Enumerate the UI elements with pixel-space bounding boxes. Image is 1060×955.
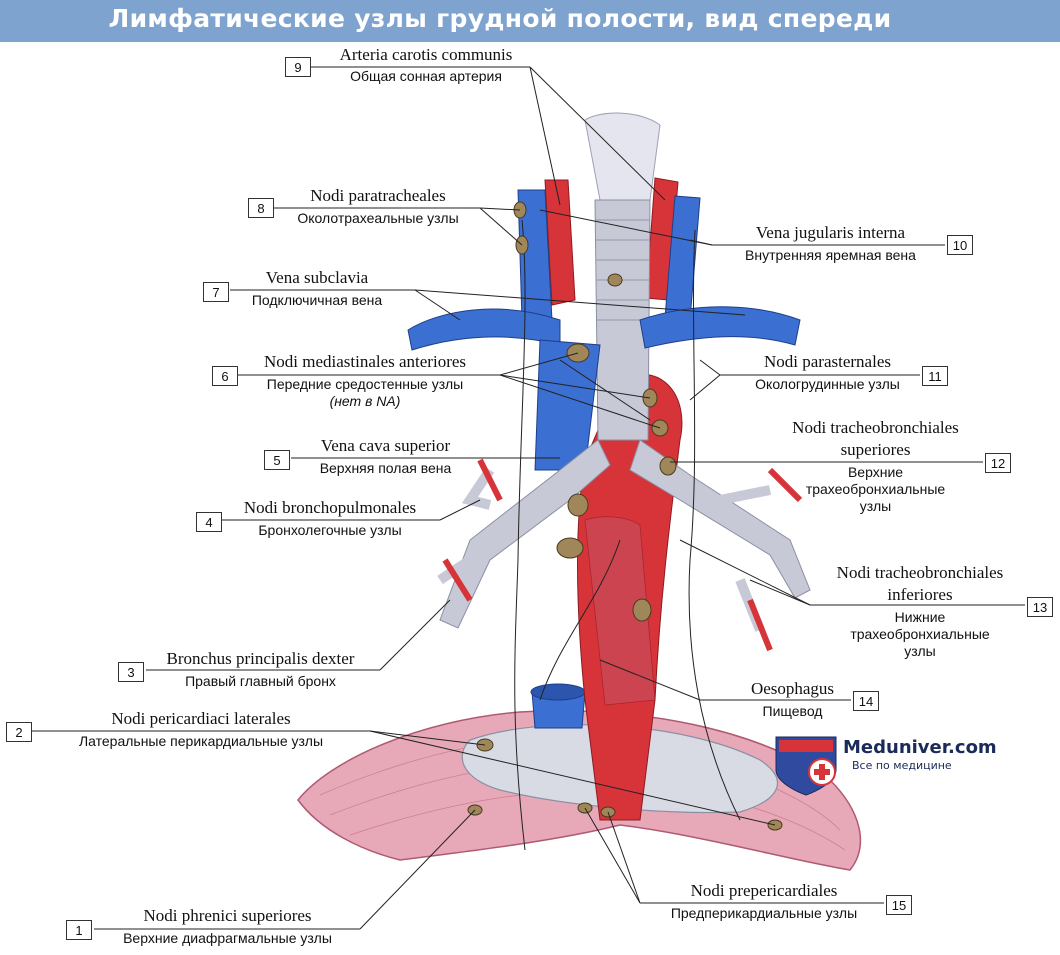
label-number-10: 10 <box>947 235 973 255</box>
label-number-15: 15 <box>886 895 912 915</box>
label-russian-12a: Верхние <box>847 464 904 480</box>
label-russian-12c: узлы <box>859 498 892 514</box>
label-number-8: 8 <box>248 198 274 218</box>
label-latin-12b: superiores <box>840 440 911 459</box>
larynx <box>584 112 661 201</box>
label-russian-3: Правый главный бронх <box>185 673 336 689</box>
lymph-node <box>556 537 584 559</box>
label-latin-14: Oesophagus <box>750 679 835 698</box>
label-number-1: 1 <box>66 920 92 940</box>
label-number-6: 6 <box>212 366 238 386</box>
label-russian-10: Внутренняя яремная вена <box>745 247 916 263</box>
label-russian-5: Верхняя полая вена <box>319 460 452 476</box>
label-number-3: 3 <box>118 662 144 682</box>
label-latin-13b: inferiores <box>887 585 953 604</box>
oesophagus <box>584 516 656 706</box>
label-latin-7: Vena subclavia <box>265 268 369 287</box>
label-russian-11: Окологрудинные узлы <box>755 376 900 392</box>
label-russian-13a: Нижние <box>894 609 946 625</box>
label-russian-9: Общая сонная артерия <box>350 68 502 84</box>
label-russian-13c: узлы <box>904 643 936 659</box>
label-russian-6: Передние средостенные узлы <box>266 376 464 392</box>
lymph-node <box>567 493 589 517</box>
label-latin-10: Vena jugularis interna <box>755 223 906 242</box>
label-latin-3: Bronchus principalis dexter <box>166 649 355 668</box>
logo-shield-icon <box>775 736 837 796</box>
label-russian-2: Латеральные перикардиальные узлы <box>78 733 324 749</box>
label-latin-15: Nodi prepericardiales <box>690 881 838 900</box>
label-number-9: 9 <box>285 57 311 77</box>
label-number-14: 14 <box>853 691 879 711</box>
label-latin-6: Nodi mediastinales anteriores <box>263 352 467 371</box>
lymph-node <box>607 273 623 287</box>
left-subclavian-vein <box>639 306 801 349</box>
label-russian-15: Предперикардиальные узлы <box>670 905 858 921</box>
label-russian-12b: трахеобронхиальные <box>805 481 946 497</box>
label-number-4: 4 <box>196 512 222 532</box>
label-number-12: 12 <box>985 453 1011 473</box>
title-banner: Лимфатические узлы грудной полости, вид … <box>0 0 1060 42</box>
lymph-node <box>632 598 652 622</box>
label-latin-1: Nodi phrenici superiores <box>143 906 312 925</box>
right-main-bronchus <box>439 439 611 629</box>
label-latin-11: Nodi parasternales <box>764 352 891 371</box>
label-latin-9: Arteria carotis communis <box>339 45 513 64</box>
brand-tagline: Все по медицине <box>852 759 952 772</box>
brand-name: Meduniver.com <box>843 737 997 758</box>
label-number-7: 7 <box>203 282 229 302</box>
label-number-5: 5 <box>264 450 290 470</box>
page-title: Лимфатические узлы грудной полости, вид … <box>108 4 892 33</box>
label-note-6: (нет в NA) <box>329 393 401 409</box>
label-russian-14: Пищевод <box>762 703 823 719</box>
label-number-13: 13 <box>1027 597 1053 617</box>
label-number-2: 2 <box>6 722 32 742</box>
label-russian-4: Бронхолегочные узлы <box>258 522 402 538</box>
label-number-11: 11 <box>922 366 948 386</box>
left-common-carotid <box>544 179 576 306</box>
right-subclavian-vein <box>407 308 561 351</box>
lymph-node <box>659 456 677 476</box>
label-latin-12a: Nodi tracheobronchiales <box>792 418 959 437</box>
label-russian-1: Верхние диафрагмальные узлы <box>123 930 332 946</box>
label-russian-7: Подключичная вена <box>251 292 383 308</box>
label-russian-8: Околотрахеальные узлы <box>297 210 459 226</box>
label-latin-13a: Nodi tracheobronchiales <box>836 563 1004 582</box>
label-latin-2: Nodi pericardiaci laterales <box>111 709 291 728</box>
label-latin-4: Nodi bronchopulmonales <box>243 498 417 517</box>
label-russian-13b: трахеобронхиальные <box>850 626 990 642</box>
label-latin-8: Nodi paratracheales <box>310 186 446 205</box>
label-latin-5: Vena cava superior <box>320 436 451 455</box>
